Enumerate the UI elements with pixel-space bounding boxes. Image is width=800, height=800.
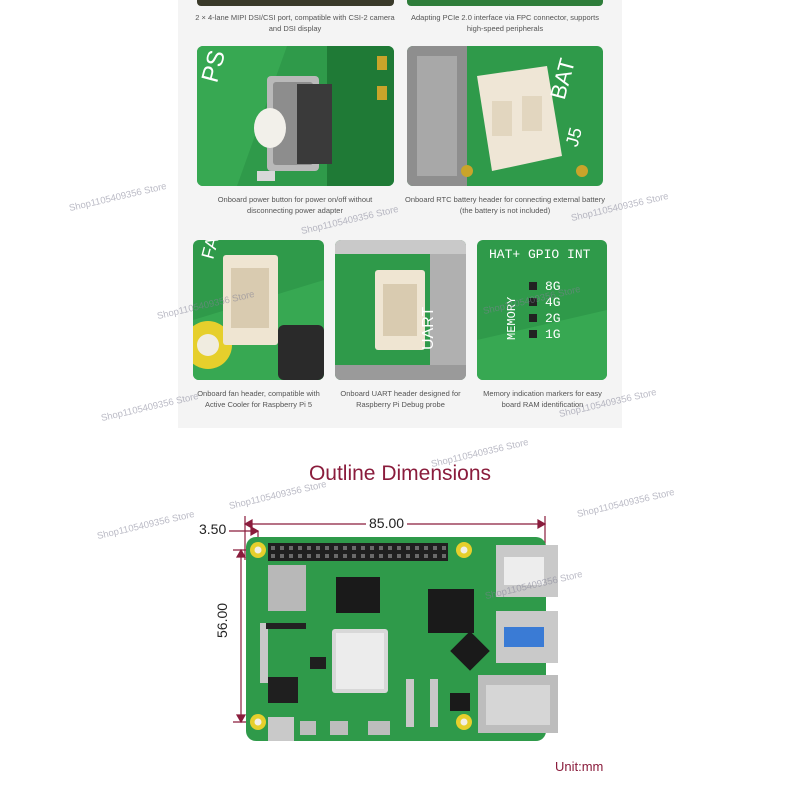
svg-text:1G: 1G <box>545 327 561 342</box>
feature-caption-fan: Onboard fan header, compatible with Acti… <box>197 389 320 409</box>
top-photo-edge-left <box>197 0 394 6</box>
memory-marker-photo: HAT+ GPIO INT MEMORY 8G 4G 2G 1G <box>477 240 607 380</box>
offset-dimension-label: 3.50 <box>199 521 227 537</box>
feature-caption-uart: Onboard UART header designed for Raspber… <box>340 389 461 409</box>
feature-caption-rtc: Onboard RTC battery header for connectin… <box>405 195 605 215</box>
svg-text:J5: J5 <box>562 125 586 149</box>
svg-text:8G: 8G <box>545 279 561 294</box>
svg-text:UART: UART <box>420 307 437 350</box>
height-dimension-label: 56.00 <box>214 600 230 640</box>
feature-caption-dsi-csi: 2 × 4-lane MIPI DSI/CSI port, compatible… <box>195 13 395 33</box>
top-photo-edge-right <box>407 0 603 6</box>
rtc-battery-photo: BAT J5 <box>407 46 603 186</box>
width-dimension-label: 85.00 <box>366 515 408 531</box>
raspberry-pi-board <box>246 537 558 741</box>
power-button-photo: PS <box>197 46 394 186</box>
svg-text:2G: 2G <box>545 311 561 326</box>
feature-caption-pcie: Adapting PCIe 2.0 interface via FPC conn… <box>410 13 600 33</box>
feature-caption-power-button: Onboard power button for power on/off wi… <box>217 195 373 215</box>
svg-text:MEMORY: MEMORY <box>505 297 519 340</box>
uart-header-photo: UART <box>335 240 466 380</box>
fan-header-photo: FAN <box>193 240 324 380</box>
svg-text:4G: 4G <box>545 295 561 310</box>
svg-text:HAT+ GPIO INT: HAT+ GPIO INT <box>489 247 591 262</box>
unit-label: Unit:mm <box>555 759 604 774</box>
feature-caption-memory: Memory indication markers for easy board… <box>483 389 602 409</box>
dimensions-title: Outline Dimensions <box>308 462 492 485</box>
